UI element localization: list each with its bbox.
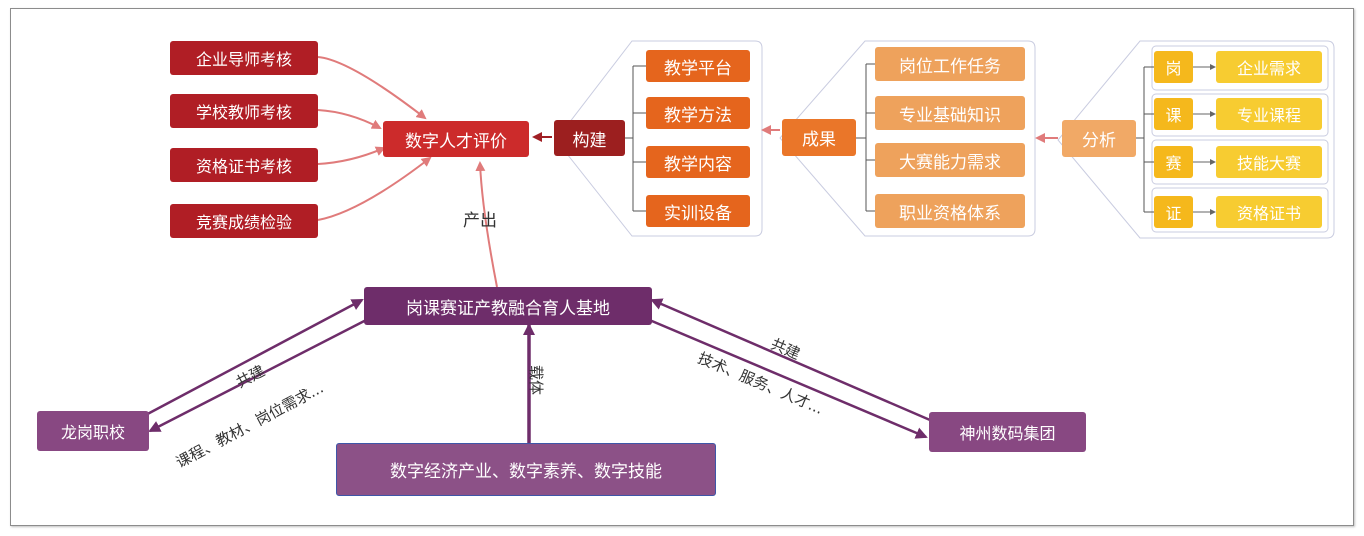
node-enterprise-needs: 企业需求 — [1216, 51, 1322, 83]
node-skills-contest: 技能大赛 — [1216, 146, 1322, 178]
row-zheng — [1151, 187, 1329, 233]
arrow-cert-eval — [317, 146, 386, 165]
node-zheng: 证 — [1154, 196, 1193, 228]
node-certificate-evaluation: 资格证书考核 — [170, 148, 318, 182]
node-build: 构建 — [554, 120, 625, 156]
node-longgang-school: 龙岗职校 — [37, 411, 149, 451]
row-gang — [1151, 45, 1329, 91]
node-training-equipment: 实训设备 — [646, 195, 750, 227]
bracket-result — [779, 40, 1036, 237]
arrow-base-company — [639, 314, 928, 439]
node-teaching-platform: 教学平台 — [646, 50, 750, 82]
bracket-build — [555, 40, 763, 237]
node-result: 成果 — [782, 119, 856, 156]
tree-build — [625, 65, 646, 212]
label-output: 产出 — [463, 211, 497, 231]
node-professional-courses: 专业课程 — [1216, 98, 1322, 130]
row-ke — [1151, 93, 1329, 137]
node-teacher-evaluation: 学校教师考核 — [170, 94, 318, 128]
arrow-school-base — [139, 298, 364, 420]
node-mentor-evaluation: 企业导师考核 — [170, 41, 318, 75]
node-teaching-content: 教学内容 — [646, 146, 750, 178]
node-education-base: 岗课赛证产教融合育人基地 — [364, 287, 652, 325]
node-job-tasks: 岗位工作任务 — [875, 47, 1025, 81]
node-sai: 赛 — [1154, 146, 1193, 178]
arrow-company-base — [650, 298, 931, 422]
bracket-analysis — [1057, 40, 1335, 239]
tree-result — [856, 63, 875, 212]
node-contest-needs: 大赛能力需求 — [875, 143, 1025, 177]
node-qualification-system: 职业资格体系 — [875, 194, 1025, 228]
label-carrier: 载体 — [527, 365, 545, 396]
node-digital-economy: 数字经济产业、数字素养、数字技能 — [336, 443, 716, 496]
node-digital-china-group: 神州数码集团 — [929, 412, 1086, 452]
node-basic-knowledge: 专业基础知识 — [875, 96, 1025, 130]
arrow-base-eval — [475, 161, 498, 288]
node-contest-evaluation: 竞赛成绩检验 — [170, 204, 318, 238]
node-gang: 岗 — [1154, 51, 1193, 83]
node-analysis: 分析 — [1062, 120, 1136, 157]
node-digital-talent-evaluation: 数字人才评价 — [383, 121, 529, 157]
arrow-contest-eval — [317, 156, 432, 221]
arrow-mentor-eval — [317, 56, 427, 120]
arrow-base-school — [148, 314, 375, 433]
node-teaching-method: 教学方法 — [646, 97, 750, 129]
arrow-teacher-eval — [317, 109, 382, 129]
tree-analysis — [1136, 66, 1154, 213]
node-qualification-certificate: 资格证书 — [1216, 196, 1322, 228]
node-ke: 课 — [1154, 98, 1193, 130]
